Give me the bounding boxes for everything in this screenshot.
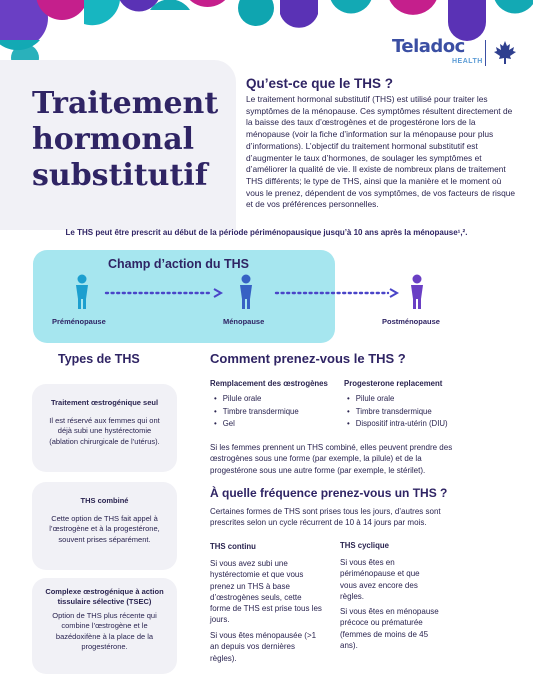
teladoc-health-logo: Teladoc HEALTH [392, 36, 522, 76]
title-panel [0, 60, 236, 230]
list-item: Timbre transdermique [347, 406, 448, 419]
decorative-header-shapes [0, 0, 533, 72]
logo-divider [485, 40, 486, 66]
continuous-heading: THS continu [210, 542, 256, 551]
type-card-combined: THS combiné Cette option de THS fait app… [32, 482, 177, 570]
list-item: Dispositif intra-utérin (DIU) [347, 418, 448, 431]
type-card-tsec: Complexe œstrogénique à action tissulair… [32, 578, 177, 674]
type-card-title: Traitement œstrogénique seul [50, 398, 159, 407]
progesterone-forms-list: Pilule orale Timbre transdermique Dispos… [347, 393, 448, 431]
type-card-estrogen-only: Traitement œstrogénique seul Il est rése… [32, 384, 177, 472]
types-heading: Types de THS [58, 352, 140, 366]
cyclic-p1: Si vous êtes en périménopause et que vou… [340, 558, 420, 601]
list-item: Timbre transdermique [214, 406, 299, 419]
title-line-1: Traitement [32, 86, 219, 121]
stage-menopause: Ménopause [223, 317, 265, 326]
list-item: Gel [214, 418, 299, 431]
woman-teal-icon [76, 274, 88, 309]
intro-heading: Qu’est-ce que le THS ? [246, 76, 394, 91]
combined-note: Si les femmes prennent un THS combiné, e… [210, 443, 453, 475]
type-card-body: Option de THS plus récente qui combine l… [52, 611, 157, 651]
estrogen-forms-list: Pilule orale Timbre transdermique Gel [214, 393, 299, 431]
stage-postmenopause: Postménopause [382, 317, 440, 326]
title-line-3: substitutif [32, 158, 208, 193]
type-card-title: Complexe œstrogénique à action tissulair… [45, 587, 164, 606]
title-line-2: hormonal [32, 122, 195, 157]
continuous-p1: Si vous avez subi une hystérectomie et q… [210, 559, 322, 625]
logo-wordmark: Teladoc [392, 36, 465, 57]
list-item: Pilule orale [347, 393, 448, 406]
range-title: Champ d’action du THS [108, 257, 249, 271]
intro-body: Le traitement hormonal substitutif (THS)… [246, 94, 516, 210]
woman-blue-icon [240, 274, 252, 309]
dotted-arrow-2 [274, 288, 400, 298]
continuous-p2: Si vous êtes ménopausée (>1 an depuis vo… [210, 631, 317, 663]
stage-premenopause: Préménopause [52, 317, 106, 326]
progesterone-replacement-heading: Progesterone replacement [344, 379, 443, 388]
page-title: Traitement hormonal substitutif [32, 86, 232, 194]
frequency-intro: Certaines formes de THS sont prises tous… [210, 507, 441, 528]
logo-subtitle: HEALTH [452, 58, 483, 65]
cyclic-heading: THS cyclique [340, 541, 389, 550]
how-heading: Comment prenez-vous le THS ? [210, 351, 406, 366]
dotted-arrow-1 [104, 288, 224, 298]
maple-leaf-icon [494, 41, 516, 64]
type-card-body: Cette option de THS fait appel à l’œstro… [49, 514, 160, 544]
estrogen-replacement-heading: Remplacement des œstrogènes [210, 379, 328, 388]
range-note: Le THS peut être prescrit au début de la… [65, 228, 468, 237]
cyclic-p2: Si vous êtes en ménopause précoce ou pré… [340, 607, 439, 650]
frequency-heading: À quelle fréquence prenez-vous un THS ? [210, 486, 448, 500]
type-card-body: Il est réservé aux femmes qui ont déjà s… [49, 416, 160, 446]
list-item: Pilule orale [214, 393, 299, 406]
woman-purple-icon [411, 274, 423, 309]
type-card-title: THS combiné [80, 496, 129, 505]
